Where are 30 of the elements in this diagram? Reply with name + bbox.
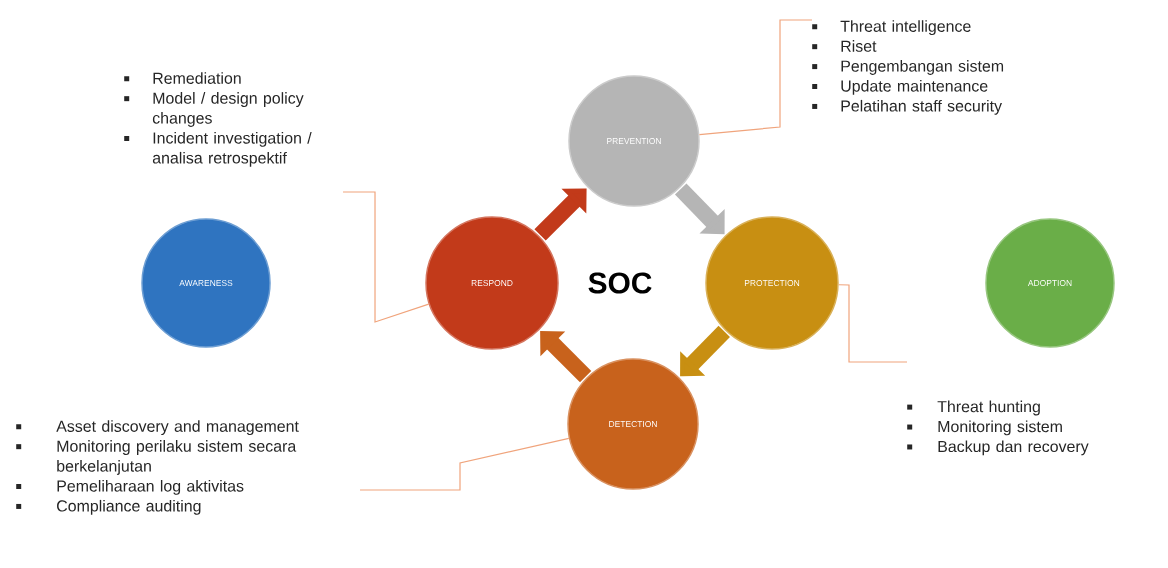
bullet-item: Remediation: [124, 72, 241, 84]
block-arrow: [534, 188, 587, 241]
circle-node: AWARENESS: [141, 218, 271, 348]
circle-node: RESPOND: [425, 216, 559, 350]
bullet-item: Monitoring perilaku sistem secara berkelanjutan: [16, 440, 297, 475]
circle-node: PROTECTION: [705, 216, 839, 350]
block-arrow: [680, 325, 730, 377]
leader-line: [838, 284, 908, 363]
bullet-item: Pengembangan sistem: [812, 60, 1004, 75]
bullet-item: Threat intelligence: [812, 20, 971, 36]
bullet-item: Asset discovery and management: [16, 420, 299, 436]
center-title: SOC: [588, 272, 652, 294]
leader-line: [359, 437, 570, 491]
block-arrow: [540, 331, 592, 383]
leader-line: [342, 191, 430, 323]
circle-node: DETECTION: [567, 358, 699, 490]
bullet-item: Monitoring sistem: [907, 420, 1062, 436]
circle-node: ADOPTION: [985, 218, 1115, 348]
bullet-item: Threat hunting: [907, 400, 1040, 416]
bullet-item: Riset: [812, 40, 877, 52]
circle-node: PREVENTION: [568, 75, 700, 207]
bullet-item: Incident investigation / analisa retrospektif: [124, 131, 312, 167]
bullet-item: Compliance auditing: [16, 499, 201, 515]
bullet-item: Update maintenance: [812, 80, 988, 95]
bullet-item: Pelatihan staff security: [812, 99, 1002, 115]
leader-line: [698, 19, 813, 136]
block-arrow: [674, 183, 725, 235]
bullet-item: Pemeliharaan log aktivitas: [16, 479, 244, 495]
bullet-item: Model / design policy changes: [124, 92, 304, 127]
bullet-item: Backup dan recovery: [907, 440, 1089, 456]
